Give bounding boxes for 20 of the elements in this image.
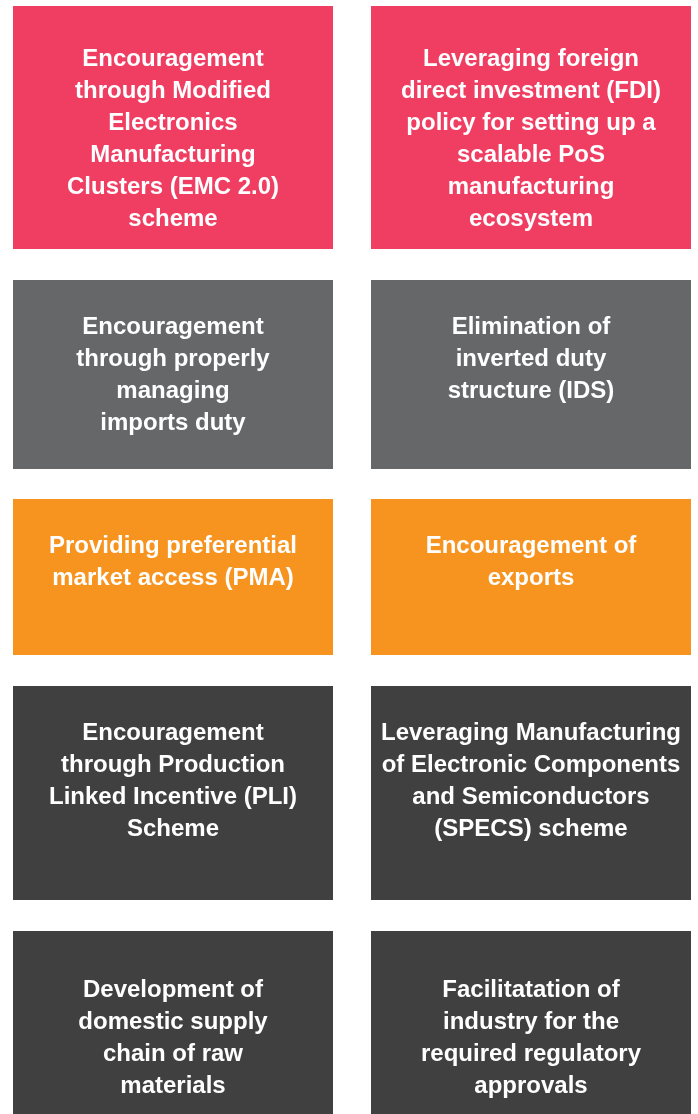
policy-text: Elimination of inverted duty structure (IDS) [446, 311, 616, 405]
policy-box [371, 280, 691, 469]
policy-text: Encouragement through properly managing imports duty [75, 311, 271, 437]
policy-box [13, 6, 333, 249]
policy-text: Development of domestic supply chain of raw materials [77, 974, 269, 1100]
policy-text: Facilitatation of industry for the required regulatory approvals [419, 974, 643, 1100]
policy-box [371, 686, 691, 900]
policy-text: Leveraging foreign direct investment (FDI) policy for setting up a scalable PoS manufacturing ecosystem [399, 43, 662, 233]
policy-box [371, 6, 691, 249]
policy-box [13, 280, 333, 469]
policy-text: Encouragement of exports [424, 530, 638, 592]
policy-text: Encouragement through Production Linked Incentive (PLI) Scheme [47, 717, 298, 843]
policy-text: Providing preferential market access (PMA) [47, 530, 299, 592]
policy-box [371, 931, 691, 1114]
policy-box [13, 931, 333, 1114]
policy-box [13, 686, 333, 900]
policy-box [371, 499, 691, 655]
policy-text: Encouragement through Modified Electronics Manufacturing Clusters (EMC 2.0) scheme [65, 43, 281, 233]
policy-box [13, 499, 333, 655]
policy-text: Leveraging Manufacturing of Electronic Components and Semiconductors (SPECS) scheme [379, 717, 682, 843]
